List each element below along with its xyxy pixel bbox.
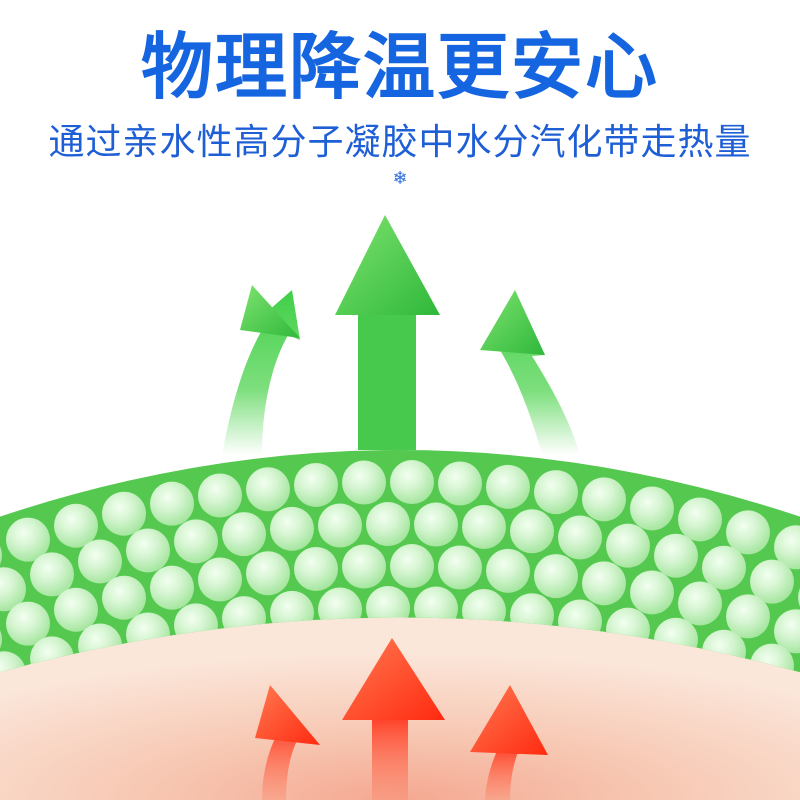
- gel-bead: [246, 551, 290, 596]
- page-title: 物理降温更安心: [140, 25, 659, 109]
- gel-bead: [486, 464, 530, 509]
- snowflake-icon: ❄: [392, 168, 408, 189]
- cool-arrow-left-head: [240, 285, 300, 338]
- gel-bead: [630, 570, 674, 615]
- gel-bead: [774, 525, 800, 570]
- gel-bead: [366, 502, 410, 547]
- gel-bead: [726, 510, 770, 555]
- gel-bead: [390, 460, 434, 505]
- gel-bead: [0, 567, 26, 612]
- gel-bead: [390, 544, 434, 589]
- gel-bead: [102, 491, 146, 536]
- gel-bead: [750, 559, 794, 604]
- gel-bead: [294, 462, 338, 507]
- heat-arrow-center-head: [342, 638, 445, 720]
- gel-bead: [414, 502, 458, 547]
- gel-bead: [678, 497, 722, 542]
- gel-bead: [270, 506, 314, 551]
- heat-arrow-left: [262, 725, 300, 800]
- heat-arrow-center-shaft: [372, 715, 408, 800]
- gel-bead: [102, 575, 146, 620]
- heat-arrow-left-head: [255, 685, 320, 745]
- gel-bead: [486, 548, 530, 593]
- gel-bead: [342, 460, 386, 505]
- gel-bead: [126, 528, 170, 573]
- heat-arrow-right-head: [470, 685, 548, 755]
- gel-bead: [342, 544, 386, 589]
- gel-bead: [678, 581, 722, 626]
- gel-bead: [78, 539, 122, 584]
- gel-bead: [6, 601, 50, 646]
- gel-bead: [198, 473, 242, 518]
- gel-bead: [606, 523, 650, 568]
- heat-arrow-right: [485, 745, 518, 800]
- gel-bead: [534, 554, 578, 599]
- gel-bead: [582, 561, 626, 606]
- gel-bead: [534, 470, 578, 515]
- cool-arrow-center-head: [335, 215, 440, 315]
- gel-bead: [582, 477, 626, 522]
- cool-arrow-right-head: [480, 290, 545, 355]
- gel-bead: [318, 503, 362, 548]
- gel-bead: [438, 545, 482, 590]
- heat-arrows: [255, 638, 548, 800]
- gel-bead: [150, 481, 194, 526]
- gel-bead: [774, 609, 800, 654]
- gel-bead: [54, 503, 98, 548]
- gel-bead: [510, 509, 554, 554]
- gel-bead: [222, 512, 266, 557]
- gel-bead: [462, 504, 506, 549]
- gel-bead: [702, 545, 746, 590]
- gel-bead: [726, 594, 770, 639]
- gel-bead: [6, 517, 50, 562]
- cool-arrows: [222, 215, 580, 455]
- gel-bead: [150, 565, 194, 610]
- gel-bead: [30, 552, 74, 597]
- page-subtitle: 通过亲水性高分子凝胶中水分汽化带走热量: [48, 122, 752, 163]
- gel-bead: [174, 519, 218, 564]
- gel-bead: [654, 533, 698, 578]
- gel-bead: [246, 467, 290, 512]
- gel-bead: [438, 461, 482, 506]
- gel-bead: [54, 587, 98, 632]
- gel-bead: [294, 546, 338, 591]
- gel-bead: [630, 486, 674, 531]
- gel-bead: [558, 515, 602, 560]
- cool-arrow-center-shaft: [358, 315, 416, 450]
- gel-bead: [198, 557, 242, 602]
